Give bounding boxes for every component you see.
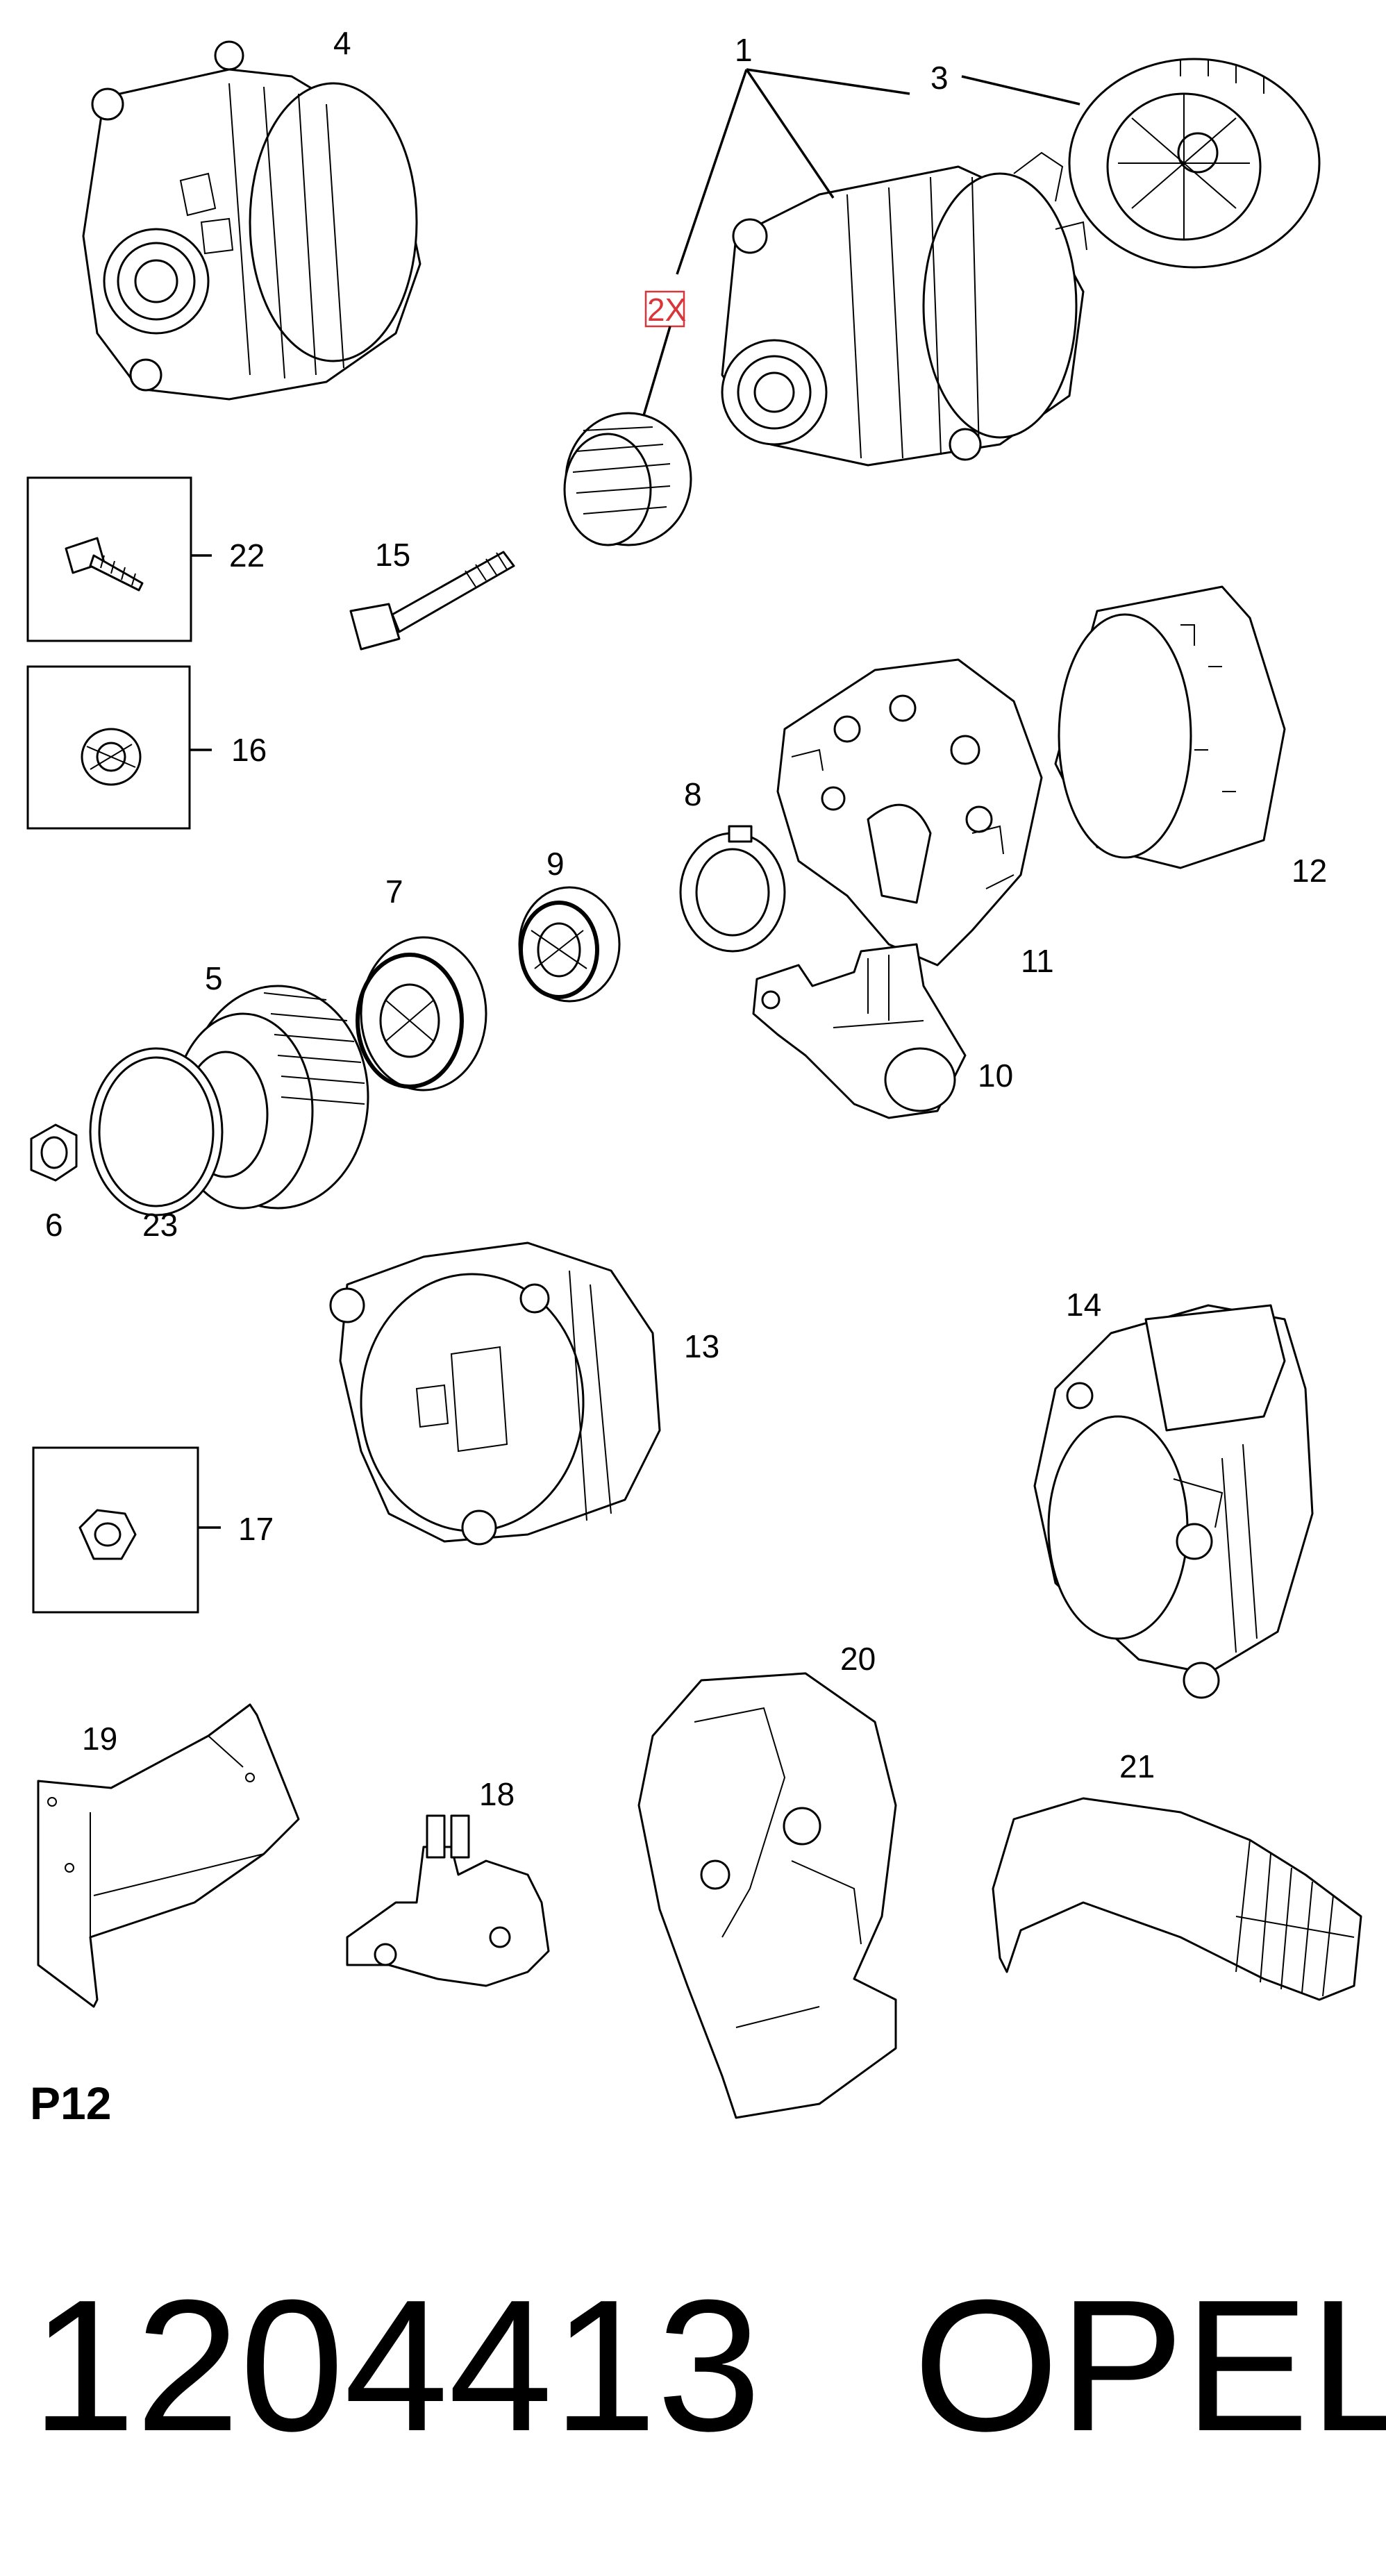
part-13-alternator-rear[interactable] (329, 1241, 661, 1546)
callout-4: 4 (333, 25, 351, 61)
callout-13: 13 (684, 1328, 719, 1364)
part-7-bearing[interactable] (356, 936, 487, 1092)
part-14-alternator-with-cover[interactable] (1033, 1304, 1314, 1699)
callout-19: 19 (82, 1721, 117, 1757)
callout-10: 10 (978, 1057, 1013, 1094)
leader-1 (676, 68, 910, 275)
callout-18: 18 (479, 1776, 515, 1812)
part-22-self-tapping-screw[interactable] (65, 537, 144, 592)
callout-23: 23 (142, 1207, 178, 1243)
part-17-hex-nut[interactable] (78, 1509, 137, 1560)
callout-14: 14 (1066, 1287, 1101, 1323)
callout-17: 17 (238, 1511, 274, 1547)
quantity-marker-box (644, 290, 685, 328)
callout-15: 15 (375, 537, 410, 573)
part-number: 1204413 (31, 2261, 761, 2470)
callout-box-22 (26, 476, 192, 642)
part-3-end-cover[interactable] (1068, 58, 1321, 269)
callout-8: 8 (684, 776, 702, 812)
part-21-air-duct[interactable] (992, 1797, 1362, 2001)
callout-20: 20 (840, 1641, 876, 1677)
callout-12: 12 (1292, 853, 1327, 889)
part-8-slip-ring[interactable] (679, 825, 786, 953)
leader-3 (961, 75, 1080, 106)
part-16-lock-nut[interactable] (81, 728, 142, 786)
part-12-rear-housing-cover[interactable] (1054, 585, 1286, 869)
brand-name: OPEL (913, 2261, 1386, 2470)
part-18-regulator-bracket[interactable] (346, 1814, 550, 1987)
callout-9: 9 (546, 846, 565, 882)
part-11-rectifier-plate[interactable] (776, 658, 1043, 967)
part-9-bearing[interactable] (518, 886, 621, 1003)
part-19-bracket[interactable] (37, 1703, 300, 2008)
part-5-pulley[interactable] (172, 985, 369, 1210)
callout-21: 21 (1119, 1748, 1155, 1784)
callout-3: 3 (930, 60, 949, 96)
leader-2x (641, 326, 671, 421)
part-4-alternator-assembly[interactable] (82, 40, 421, 401)
part-pulley-small[interactable] (563, 412, 692, 546)
callout-7: 7 (385, 873, 403, 910)
part-23-washer[interactable] (89, 1047, 224, 1216)
callout-22: 22 (229, 537, 265, 574)
callout-2x: 2X (647, 292, 686, 328)
callout-11: 11 (1021, 943, 1054, 979)
part-10-voltage-regulator[interactable] (752, 943, 967, 1119)
part-6-hex-nut[interactable] (30, 1123, 78, 1182)
callout-5: 5 (205, 960, 223, 996)
callout-6: 6 (45, 1207, 63, 1243)
part-20-heat-shield[interactable] (637, 1672, 897, 2119)
part-1-alternator[interactable] (721, 151, 1087, 467)
callout-16: 16 (231, 732, 267, 768)
callout-1: 1 (735, 32, 753, 68)
page-label: P12 (30, 2077, 111, 2129)
part-15-bolt[interactable] (349, 551, 515, 651)
